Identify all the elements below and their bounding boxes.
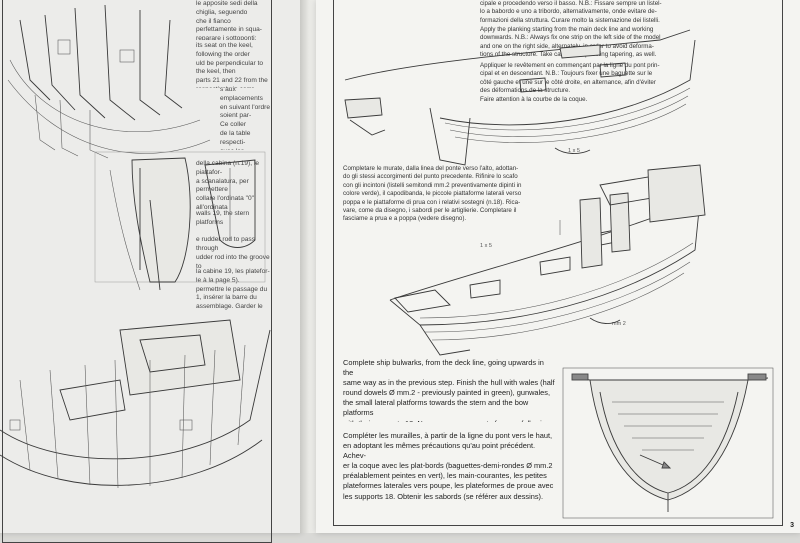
- right-instruction-french-bulwarks: Compléter les murailles, à partir de la …: [343, 431, 554, 503]
- left-instruction-french-cabine: la cabine 19, les platefor- le à la page…: [196, 268, 270, 311]
- dimension-label-1x5-top: 1 x 5: [568, 148, 580, 154]
- right-instruction-french-planking: Appliquer le revêtement en commençant pa…: [480, 62, 660, 103]
- right-instruction-italian-planking: cipale e procedendo verso il basso. N.B.…: [480, 0, 662, 24]
- book-gutter: [300, 0, 320, 533]
- left-instruction-english-walls: walls 19, the stern platforms e rudder r…: [196, 210, 270, 268]
- left-instruction-italian-top: le apposite sedi della chiglia, seguendo…: [196, 0, 262, 40]
- right-instruction-english-planking: Apply the planking starting from the mai…: [480, 26, 661, 59]
- right-instruction-english-bulwarks: Complete ship bulwarks, from the deck li…: [343, 358, 555, 422]
- right-page-frame: [333, 0, 783, 526]
- page-number: 3: [790, 522, 794, 529]
- left-instruction-italian-cabin: della cabina (n.19), le piattafor- a sca…: [196, 160, 260, 211]
- dimension-label-mm2: mm 2: [612, 321, 626, 327]
- left-instruction-french-frames: s aux emplacements en suivant l'ordre so…: [220, 86, 271, 150]
- left-instruction-english-keel: its seat on the keel, following the orde…: [196, 42, 268, 88]
- right-instruction-italian-bulwarks: Completare le murate, dalla linea del po…: [343, 165, 522, 223]
- dimension-label-1x5-mid: 1 x 5: [480, 243, 492, 249]
